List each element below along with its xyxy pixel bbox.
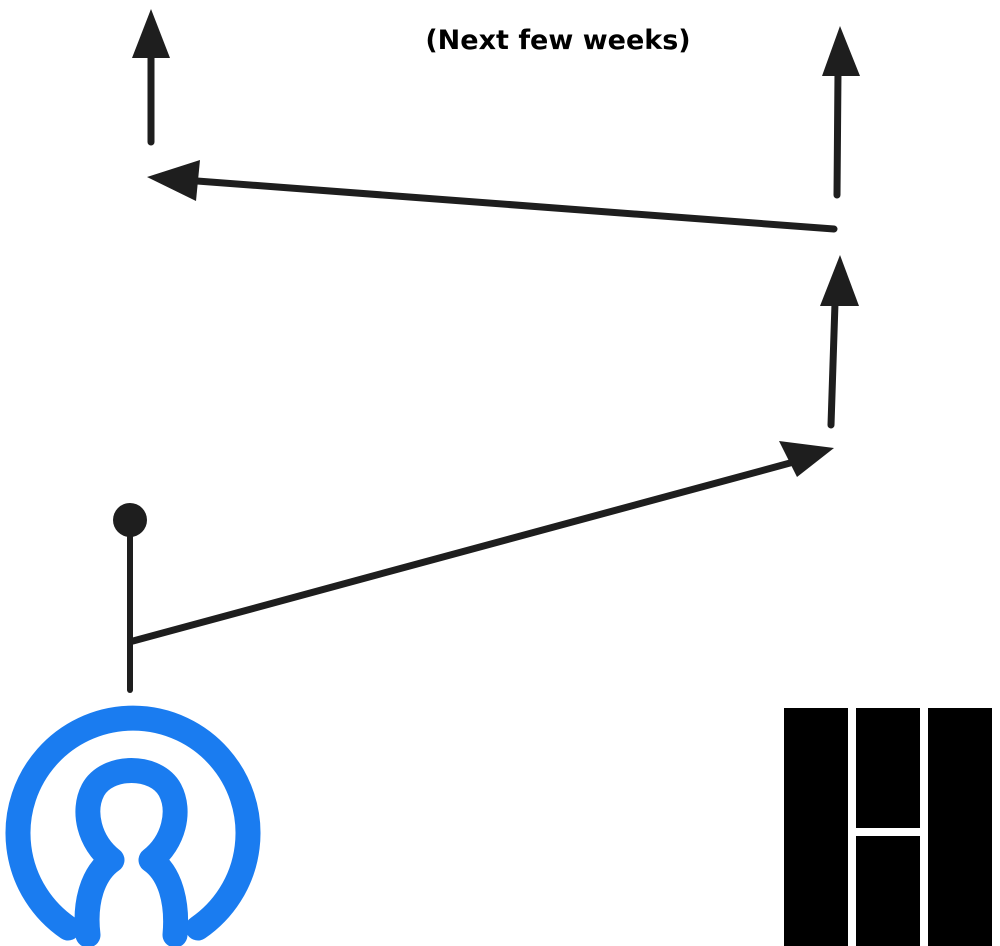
columns-logo-icon — [784, 708, 992, 946]
arrow-to-right-lower — [129, 441, 834, 645]
person-circle-icon — [5, 705, 261, 946]
timeframe-label: (Next few weeks) — [425, 25, 690, 56]
arrow-right-up-lower — [820, 255, 859, 429]
arrow-right-up-upper — [822, 26, 860, 199]
origin-stem — [113, 503, 147, 693]
arrow-to-left — [147, 160, 838, 233]
origin-dot — [113, 503, 147, 537]
arrow-left-up — [132, 9, 170, 146]
